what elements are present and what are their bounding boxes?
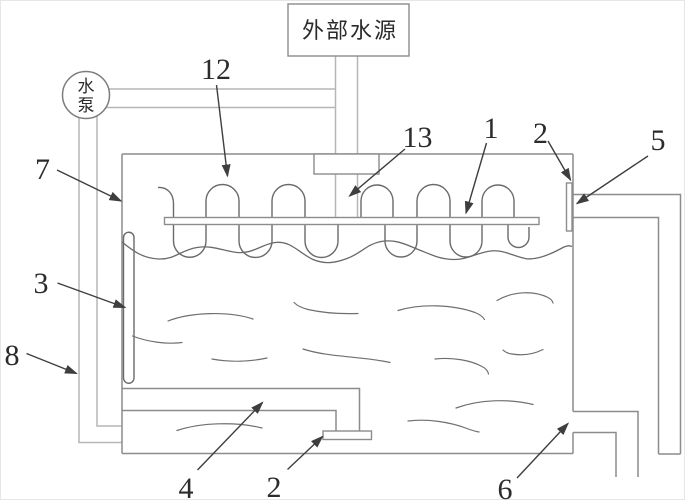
callout-label-7: 7	[35, 153, 50, 186]
callout-arrow-13	[348, 148, 406, 197]
callout-arrow-5	[575, 155, 649, 205]
overflow-slot	[565, 182, 573, 232]
inlet-fitting	[313, 153, 380, 175]
coil-loop-down	[449, 221, 483, 258]
coil-loop-up	[360, 184, 394, 222]
flow-line	[502, 348, 544, 356]
callout-arrow-2-top	[547, 140, 572, 182]
drain-outlet	[573, 410, 639, 477]
coil-loop-up	[416, 183, 451, 222]
callout-label-8: 8	[5, 339, 20, 372]
callout-label-3: 3	[34, 267, 49, 300]
flow-line	[167, 313, 254, 322]
external-water-source-label: 外部水源	[302, 18, 398, 43]
callout-label-4: 4	[179, 472, 194, 501]
coil-loop-down	[238, 221, 273, 259]
flow-line	[397, 305, 486, 321]
drain-inner	[573, 431, 617, 477]
bottom-pipe-bottom-line	[122, 409, 337, 431]
overflow-pipe	[573, 193, 682, 455]
flow-line	[407, 419, 480, 433]
coil-end-hook	[157, 186, 175, 218]
flow-line	[131, 335, 183, 344]
bottom-pipe-top-line	[122, 387, 361, 431]
flow-line	[176, 423, 263, 432]
heating-coil	[157, 183, 530, 259]
pump-downpipe-outer	[78, 117, 122, 444]
coil-loop-up	[205, 183, 240, 222]
overflow-pipe-outer	[573, 193, 682, 454]
flow-line	[211, 357, 268, 362]
bottom-pipe	[122, 387, 361, 431]
callout-arrow-4	[196, 401, 264, 471]
tank-body	[121, 153, 574, 455]
water-pump-circle	[61, 70, 111, 120]
spray-bar	[163, 216, 540, 226]
coil-loop-down-end	[507, 221, 530, 249]
flow-line	[496, 292, 554, 304]
coil-loop-up	[271, 183, 306, 222]
callout-label-12: 12	[201, 53, 231, 86]
flow-line	[302, 348, 391, 364]
callout-labels: 7 12 13 1 2 5 3 8 4 2 6	[5, 53, 666, 501]
callout-arrow-3	[57, 282, 127, 309]
flow-line	[455, 400, 534, 409]
callout-label-2-bottom: 2	[267, 471, 282, 501]
bottom-flange	[322, 430, 373, 441]
callout-label-6: 6	[498, 473, 513, 501]
callout-label-13: 13	[403, 121, 433, 154]
supply-pipe	[334, 56, 359, 218]
external-water-source-box	[287, 3, 410, 57]
pump-label-line2: 泵	[78, 96, 95, 115]
callout-arrow-6	[516, 422, 570, 479]
callout-label-5: 5	[651, 124, 666, 157]
callout-arrows	[26, 84, 649, 479]
callout-arrow-2-bottom	[287, 435, 324, 471]
callout-arrow-7	[56, 169, 123, 202]
overflow-pipe-inner	[573, 216, 660, 454]
pump-downpipe-inner	[96, 115, 122, 427]
callout-arrow-8	[26, 352, 78, 375]
flow-line	[434, 357, 490, 375]
coil-loop-up	[481, 184, 515, 222]
coil-loop-down	[304, 221, 339, 259]
drain-outer	[573, 410, 639, 477]
water-flow-lines	[131, 292, 554, 433]
callout-arrow-12	[215, 84, 231, 178]
coil-loop-down	[384, 221, 418, 258]
water-surface	[121, 240, 573, 264]
coil-loop-down	[172, 221, 207, 258]
callout-label-2-top: 2	[533, 117, 548, 150]
callout-label-1: 1	[484, 112, 499, 145]
pump-label-line1: 水	[78, 77, 95, 96]
level-gauge-tube	[122, 231, 135, 384]
water-pump: 水 泵	[61, 70, 111, 120]
external-water-source: 外部水源	[287, 3, 410, 57]
flow-line	[293, 301, 359, 315]
pump-piping	[78, 88, 336, 444]
callout-arrow-1	[464, 142, 488, 215]
